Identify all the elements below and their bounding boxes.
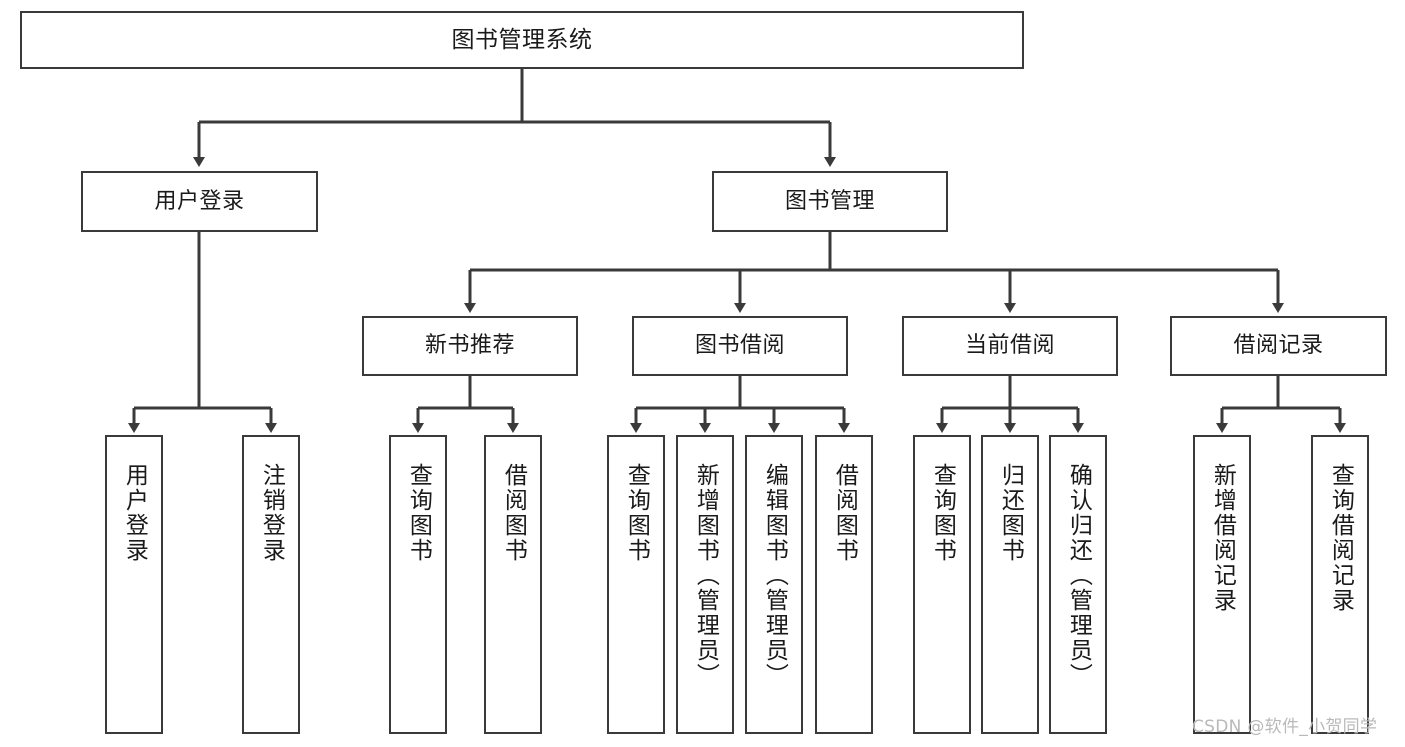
node-leaf-query-book-1[interactable]: 查询图书 xyxy=(389,435,447,734)
node-leaf-query-record[interactable]: 查询借阅记录 xyxy=(1311,435,1369,734)
node-leaf-add-book[interactable]: 新增图书（管理员） xyxy=(676,435,734,734)
node-leaf-query-book-2[interactable]: 查询图书 xyxy=(607,435,665,734)
node-leaf-borrow-book-2[interactable]: 借阅图书 xyxy=(815,435,873,734)
node-book-manage[interactable]: 图书管理 xyxy=(712,171,948,232)
node-leaf-query-book-3[interactable]: 查询图书 xyxy=(913,435,971,734)
node-leaf-add-record[interactable]: 新增借阅记录 xyxy=(1193,435,1251,734)
node-leaf-logout-login[interactable]: 注销登录 xyxy=(242,435,300,734)
node-user-login[interactable]: 用户登录 xyxy=(81,171,318,232)
node-current-borrow[interactable]: 当前借阅 xyxy=(902,316,1118,376)
node-leaf-borrow-book-1[interactable]: 借阅图书 xyxy=(484,435,542,734)
node-book-borrow[interactable]: 图书借阅 xyxy=(632,316,848,376)
node-leaf-return-book[interactable]: 归还图书 xyxy=(981,435,1039,734)
node-borrow-record[interactable]: 借阅记录 xyxy=(1170,316,1387,376)
node-new-book-recommend[interactable]: 新书推荐 xyxy=(362,316,578,376)
node-root[interactable]: 图书管理系统 xyxy=(20,11,1024,69)
watermark-text: CSDN @软件_小贺同学 xyxy=(1192,717,1378,737)
node-leaf-confirm-return[interactable]: 确认归还（管理员） xyxy=(1049,435,1107,734)
node-leaf-user-login[interactable]: 用户登录 xyxy=(105,435,163,734)
node-leaf-edit-book[interactable]: 编辑图书（管理员） xyxy=(745,435,803,734)
